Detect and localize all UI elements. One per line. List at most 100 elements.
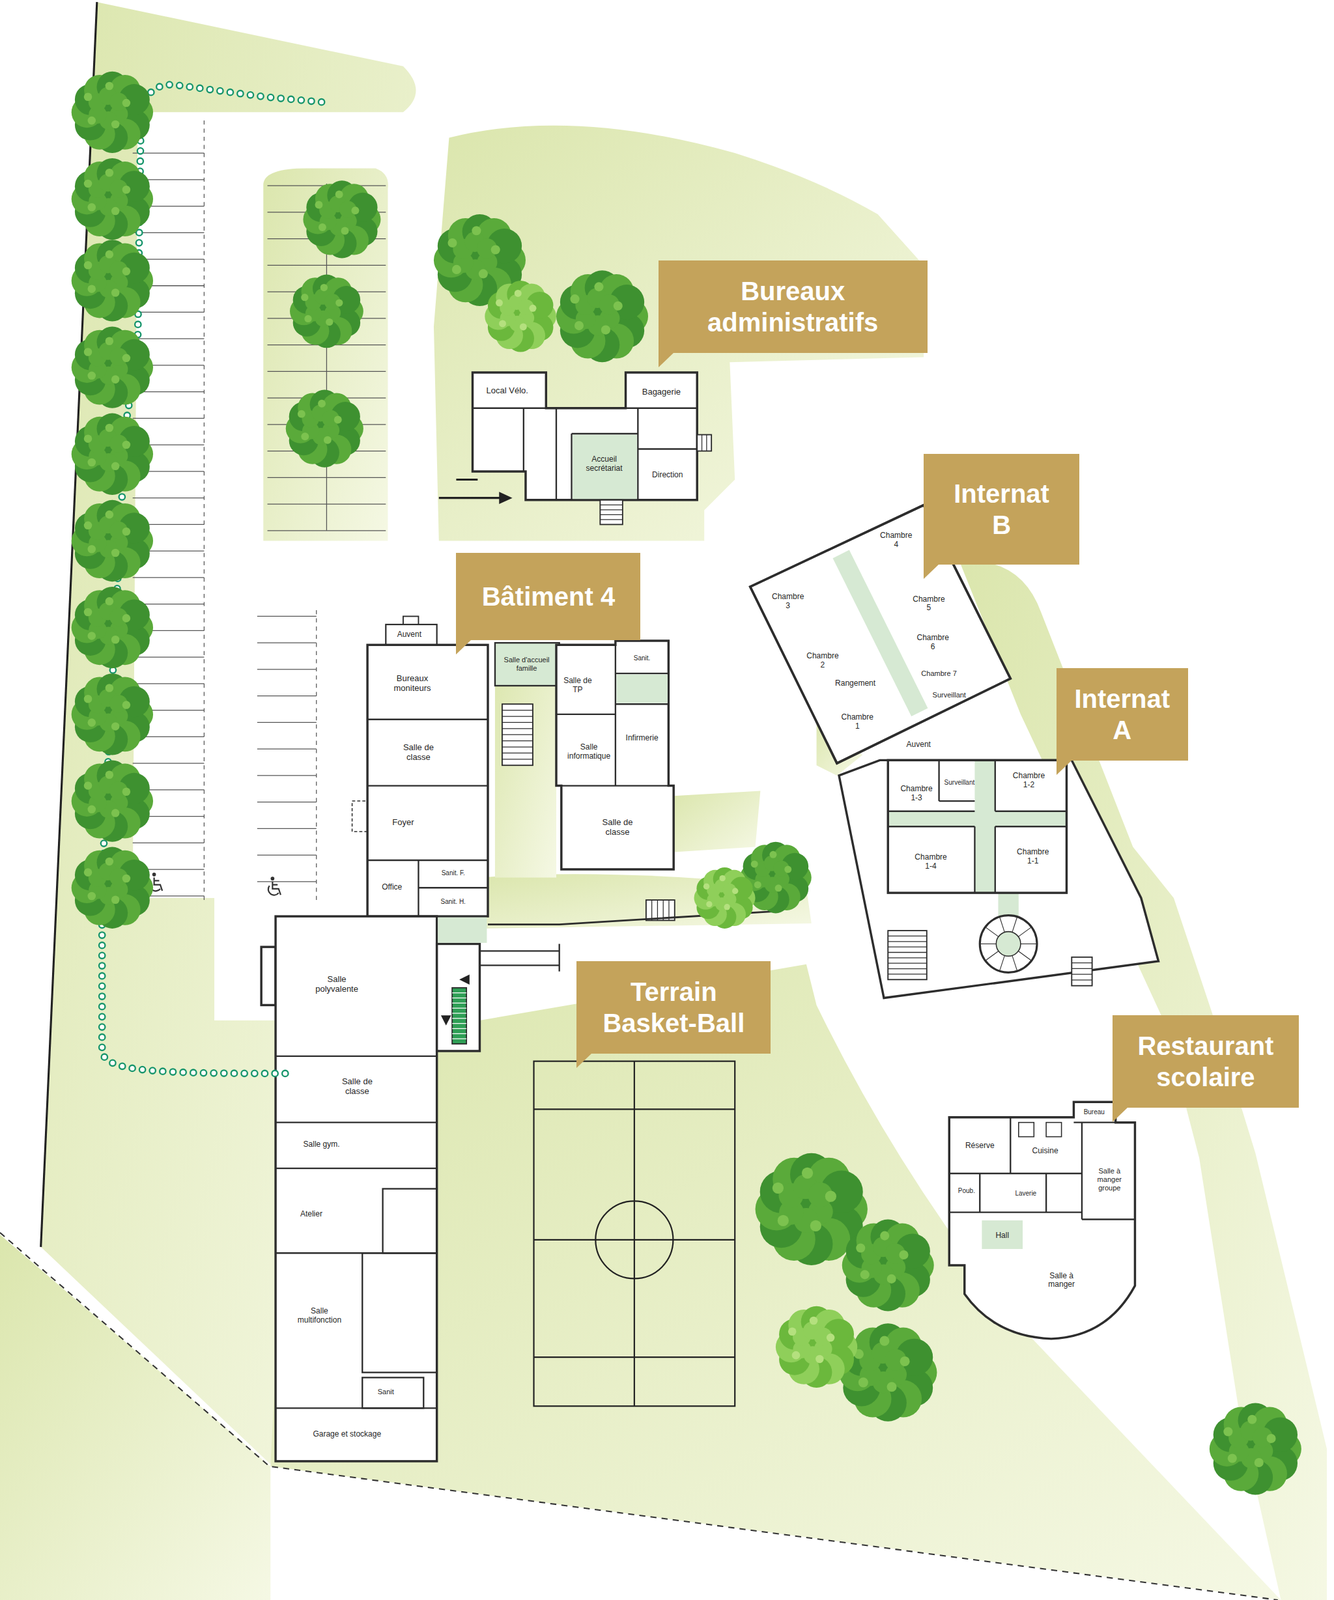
tree-highlight [84, 434, 93, 443]
footpath-dot [216, 87, 223, 94]
footpath-dot [99, 942, 105, 949]
parking-stall-line [132, 842, 205, 844]
tree [71, 71, 154, 154]
stair-step [502, 734, 533, 736]
footpath-dot [318, 99, 325, 105]
parking-stall-line [132, 338, 205, 340]
tree-highlight [84, 608, 93, 617]
tree-highlight [317, 399, 326, 408]
footpath-dot [99, 993, 105, 1000]
callout-pointer [455, 640, 472, 655]
parking-stall-line [132, 656, 205, 658]
interior-wall [637, 408, 639, 501]
porch [385, 624, 437, 645]
lawn-area [0, 1234, 271, 1600]
stair-step [1071, 968, 1092, 970]
courtyard [495, 653, 557, 879]
tree-highlight [594, 282, 604, 292]
icon-body [154, 878, 163, 892]
footpath-dot [99, 952, 105, 959]
tree-highlight [809, 1317, 819, 1326]
tree-highlight [84, 347, 93, 357]
tree-highlight [122, 700, 131, 710]
tree-highlight [105, 857, 114, 867]
interior-wall [949, 1173, 1082, 1175]
tree-highlight [87, 631, 97, 641]
tree [71, 673, 154, 755]
stair-step [502, 752, 533, 754]
stair-step [887, 952, 927, 953]
callout-title: Internat B [949, 478, 1054, 541]
icon-wheel [268, 885, 279, 895]
tree-highlight [886, 1382, 897, 1392]
callout-title: Bureaux administratifs [693, 275, 892, 339]
tree-highlight [900, 1356, 910, 1367]
tree-highlight [810, 1220, 822, 1232]
room-label: Office [381, 883, 402, 893]
interior-wall [949, 1211, 1082, 1213]
corridor-fill [974, 761, 995, 894]
parking-stall-line [257, 881, 317, 882]
footpath-dot [227, 89, 234, 96]
tree-highlight [300, 432, 309, 441]
room-label: Chambre 1-1 [1014, 848, 1051, 867]
footpath-dot [220, 1070, 227, 1077]
room-label: Accueil secrétariat [578, 455, 630, 474]
footpath-dot [308, 98, 314, 105]
building-outline [367, 644, 488, 917]
parking-edge [315, 610, 317, 901]
interior-wall [1081, 1122, 1083, 1221]
porch-post [403, 616, 419, 625]
footpath-dot [186, 84, 193, 90]
building-outline [556, 640, 674, 870]
callout-pointer-shape [576, 1053, 593, 1069]
stairs [696, 435, 712, 452]
room-label: Salle d'accueil famille [498, 655, 556, 673]
tree-highlight [320, 283, 328, 292]
tree [842, 1220, 935, 1312]
callout-title: Terrain Basket-Ball [593, 976, 754, 1039]
interior-wall [995, 810, 1067, 813]
footpath-dot [267, 94, 274, 101]
corridor-block [437, 943, 481, 1052]
lawn-area [495, 653, 557, 879]
tree-highlight [122, 788, 131, 797]
accessible-parking-icon [268, 876, 281, 895]
tree-highlight [751, 860, 759, 868]
tree-highlight [122, 267, 131, 276]
interior-wall [1081, 1218, 1135, 1221]
interior-wall [472, 407, 546, 410]
footpath-dot [137, 158, 144, 165]
stair-step [502, 722, 533, 724]
room-label: Bagagerie [642, 386, 681, 397]
footpath-dot [287, 96, 294, 103]
tree-highlight [111, 896, 120, 905]
room-label: Infirmerie [625, 734, 659, 744]
footpath-dot [99, 1014, 105, 1021]
callout-pointer-shape [1112, 1107, 1129, 1123]
building-outline [750, 505, 1011, 764]
stair-step [1071, 979, 1092, 981]
room-label: Foyer [392, 817, 414, 828]
reception-room [495, 642, 560, 686]
footpath-dot [99, 983, 105, 990]
tree-highlight [300, 293, 309, 301]
room-label: Rangement [835, 679, 876, 689]
tree-highlight [858, 1377, 869, 1388]
stair-step [502, 709, 533, 711]
room-label: Poub. [958, 1187, 976, 1196]
building-outline [750, 505, 1011, 764]
parking-stall-line [257, 616, 317, 617]
tree-highlight [775, 884, 783, 892]
stair-step [599, 509, 623, 511]
stair-step [887, 957, 927, 959]
tree-highlight [447, 238, 457, 248]
tree-highlight [87, 892, 97, 901]
stair-step [599, 519, 623, 520]
footpath-dot [282, 1070, 288, 1077]
footpath-dot [176, 82, 183, 89]
room-label: Chambre 1-3 [898, 784, 935, 804]
parking-stall-line [257, 722, 317, 724]
